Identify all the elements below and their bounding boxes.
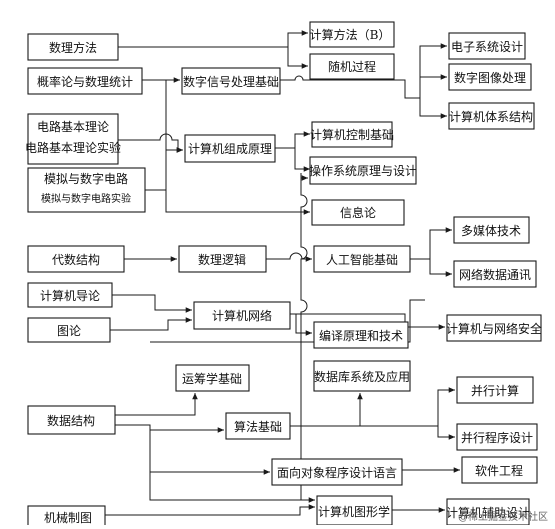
node-label: 面向对象程序设计语言 <box>277 465 397 480</box>
node-label: 计算机与网络安全 <box>446 321 542 336</box>
node-bingxing-chengxu: 并行程序设计 <box>456 423 538 451</box>
node-shuju-jiegou: 数据结构 <box>27 405 116 435</box>
node-label: 数理逻辑 <box>198 252 246 267</box>
node-label: 数据结构 <box>47 413 95 428</box>
node-label: 运筹学基础 <box>182 371 242 386</box>
node-label: 计算机控制基础 <box>310 127 394 142</box>
node-daishu-jiegou: 代数结构 <box>27 245 125 273</box>
node-dianzi-xitong: 电子系统设计 <box>448 32 526 60</box>
node-shuzi-xinhao: 数字信号处理基础 <box>181 67 281 95</box>
node-label: 网络数据通讯 <box>459 267 531 282</box>
node-caozuo-xitong: 操作系统原理与设计 <box>309 156 417 185</box>
node-label: 编译原理和技术 <box>319 328 403 343</box>
node-label: 随机过程 <box>328 59 376 74</box>
node-label: 数字图像处理 <box>454 70 526 85</box>
node-suanfa-jichu: 算法基础 <box>225 412 291 440</box>
node-label: 代数结构 <box>52 252 100 267</box>
node-label: 计算方法（B） <box>310 27 391 42</box>
node-label: 计算机组成原理 <box>188 141 272 156</box>
node-wangluo-tongxun: 网络数据通讯 <box>453 260 537 288</box>
node-label: 多媒体技术 <box>461 224 521 238</box>
node-shuzi-tuxiang: 数字图像处理 <box>448 63 532 91</box>
node-gailvlun: 概率论与数理统计 <box>27 67 143 95</box>
node-tulun: 图论 <box>27 317 111 343</box>
node-label: 并行计算 <box>471 383 519 398</box>
node-shuli-fangfa: 数理方法 <box>27 33 119 61</box>
node-bianyi-yuanli: 编译原理和技术 <box>313 321 409 349</box>
node-xinxilun: 信息论 <box>311 199 405 226</box>
node-duomeiti: 多媒体技术 <box>453 216 530 244</box>
node-label: 计算机网络 <box>212 308 272 323</box>
node-bingxing-jisuan: 并行计算 <box>456 376 534 404</box>
node-label: 信息论 <box>340 205 376 220</box>
node-label: 计算机导论 <box>40 288 100 303</box>
node-label: 计算机图形学 <box>318 504 390 519</box>
node-label: 电子系统设计 <box>451 40 523 54</box>
node-label: 计算机辅助设计 <box>446 505 530 520</box>
node-zucheng-yuanli: 计算机组成原理 <box>184 134 276 163</box>
node-label: 概率论与数理统计 <box>37 74 133 89</box>
node-moni-shuzi: 模拟与数字电路 模拟与数字电路实验 <box>27 167 146 213</box>
node-jisuanji-daolun: 计算机导论 <box>27 282 113 308</box>
node-wangluo-anquan: 计算机与网络安全 <box>446 314 542 342</box>
node-label: 机械制图 <box>44 510 92 525</box>
node-yunchouxue: 运筹学基础 <box>175 364 250 392</box>
node-label: 数字信号处理基础 <box>183 74 279 89</box>
node-label: 算法基础 <box>234 419 282 434</box>
node-kongzhi-jichu: 计算机控制基础 <box>310 121 394 148</box>
node-label: 数据库系统及应用 <box>314 369 410 384</box>
node-label: 数理方法 <box>49 40 97 55</box>
node-jisuan-fangfa-b: 计算方法（B） <box>309 21 395 48</box>
node-fuzhu-sheji: 计算机辅助设计 <box>446 498 530 526</box>
node-jisuanji-wangluo: 计算机网络 <box>193 301 291 330</box>
node-label: 图论 <box>57 324 81 338</box>
node-shuli-luoji: 数理逻辑 <box>178 245 267 273</box>
node-ruanjian-gongcheng: 软件工程 <box>461 456 538 484</box>
node-tixi-jiegou: 计算机体系结构 <box>448 102 535 130</box>
node-label-line2: 模拟与数字电路实验 <box>41 192 131 205</box>
node-rengong-zhineng: 人工智能基础 <box>313 245 411 273</box>
node-label: 人工智能基础 <box>326 252 398 267</box>
connector-lines <box>105 30 460 516</box>
node-tuxingxue: 计算机图形学 <box>316 495 393 526</box>
node-suiji-guocheng: 随机过程 <box>309 53 395 80</box>
watermark-text: @稀土掘金技术社区 <box>458 510 548 523</box>
node-label-line1: 电路基本理论 <box>37 119 109 134</box>
node-dianlu: 电路基本理论 电路基本理论实验 <box>25 113 121 165</box>
node-label: 计算机体系结构 <box>449 109 533 124</box>
node-label-line2: 电路基本理论实验 <box>25 140 121 155</box>
node-label: 并行程序设计 <box>461 430 533 445</box>
node-mianxiang-duixiang: 面向对象程序设计语言 <box>271 458 403 486</box>
node-shujuku: 数据库系统及应用 <box>313 360 411 392</box>
node-jixie-zhitu: 机械制图 <box>27 505 106 529</box>
node-label: 操作系统原理与设计 <box>309 163 417 178</box>
node-label: 软件工程 <box>475 463 523 478</box>
node-label-line1: 模拟与数字电路 <box>44 171 128 186</box>
